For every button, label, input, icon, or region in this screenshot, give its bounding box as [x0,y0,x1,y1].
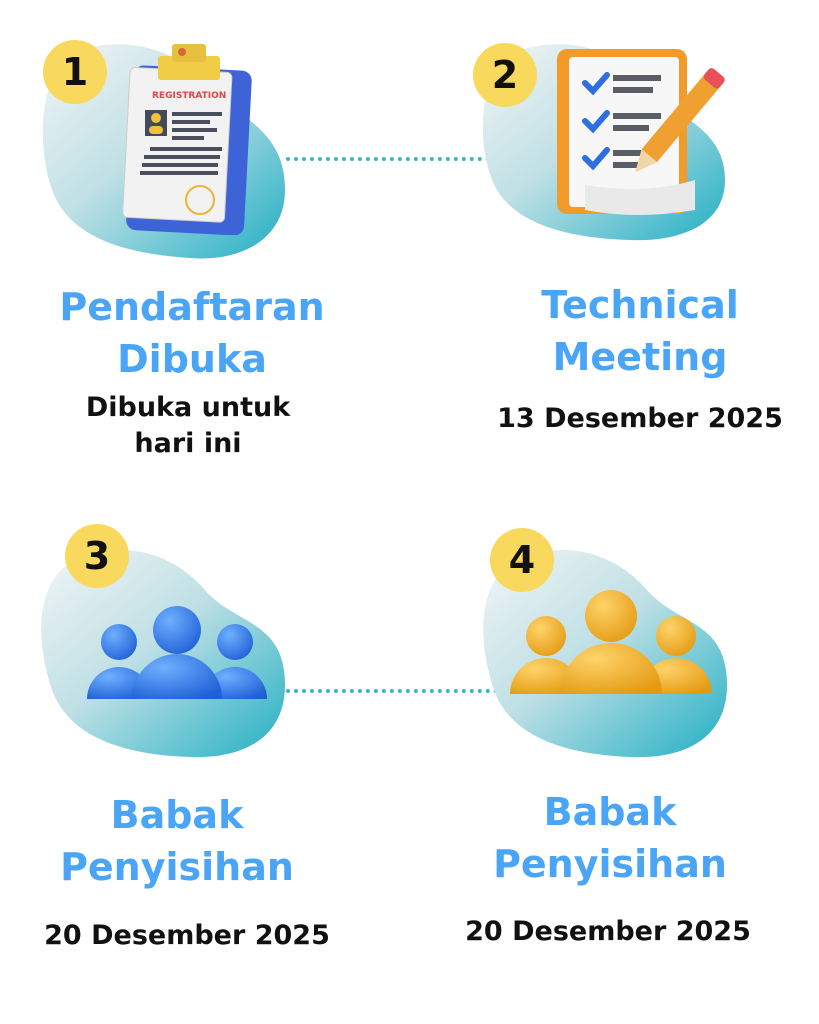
step-detail: 20 Desember 2025 [0,918,377,954]
step-title: Babak Penyisihan [430,786,790,890]
registration-clipboard-icon: REGISTRATION [122,44,252,235]
step-title-line: Dibuka [117,337,267,381]
step-number-badge: 3 [65,524,129,588]
step-detail-line: Dibuka untuk [85,392,291,423]
step-detail: 20 Desember 2025 [418,914,798,950]
step-number-badge: 4 [490,528,554,592]
svg-text:REGISTRATION: REGISTRATION [152,91,226,101]
step-title: Babak Penyisihan [0,789,357,893]
step-title: Pendaftaran Dibuka [12,281,372,385]
blob-background [41,550,285,758]
step-number-badge: 2 [473,43,537,107]
step-title-line: Penyisihan [493,842,727,886]
step-title-line: Technical [541,283,739,327]
step-title: Technical Meeting [460,279,819,383]
step-detail-line: 20 Desember 2025 [465,916,751,947]
step-detail: 13 Desember 2025 [450,401,819,437]
step-title-line: Pendaftaran [59,285,325,329]
connector-1-2 [286,157,498,161]
step-title-line: Babak [110,793,244,837]
step-title-line: Meeting [552,335,728,379]
step-detail: Dibuka untuk hari ini [0,390,378,462]
step-title-line: Babak [543,790,677,834]
step-detail-line: hari ini [134,428,242,459]
group-users-icon [510,590,712,694]
checklist-pencil-icon [557,49,725,215]
group-users-icon [87,606,267,699]
step-detail-line: 13 Desember 2025 [497,403,783,434]
step-number-badge: 1 [43,40,107,104]
step-detail-line: 20 Desember 2025 [44,920,330,951]
connector-3-4 [286,689,506,693]
step-title-line: Penyisihan [60,845,294,889]
